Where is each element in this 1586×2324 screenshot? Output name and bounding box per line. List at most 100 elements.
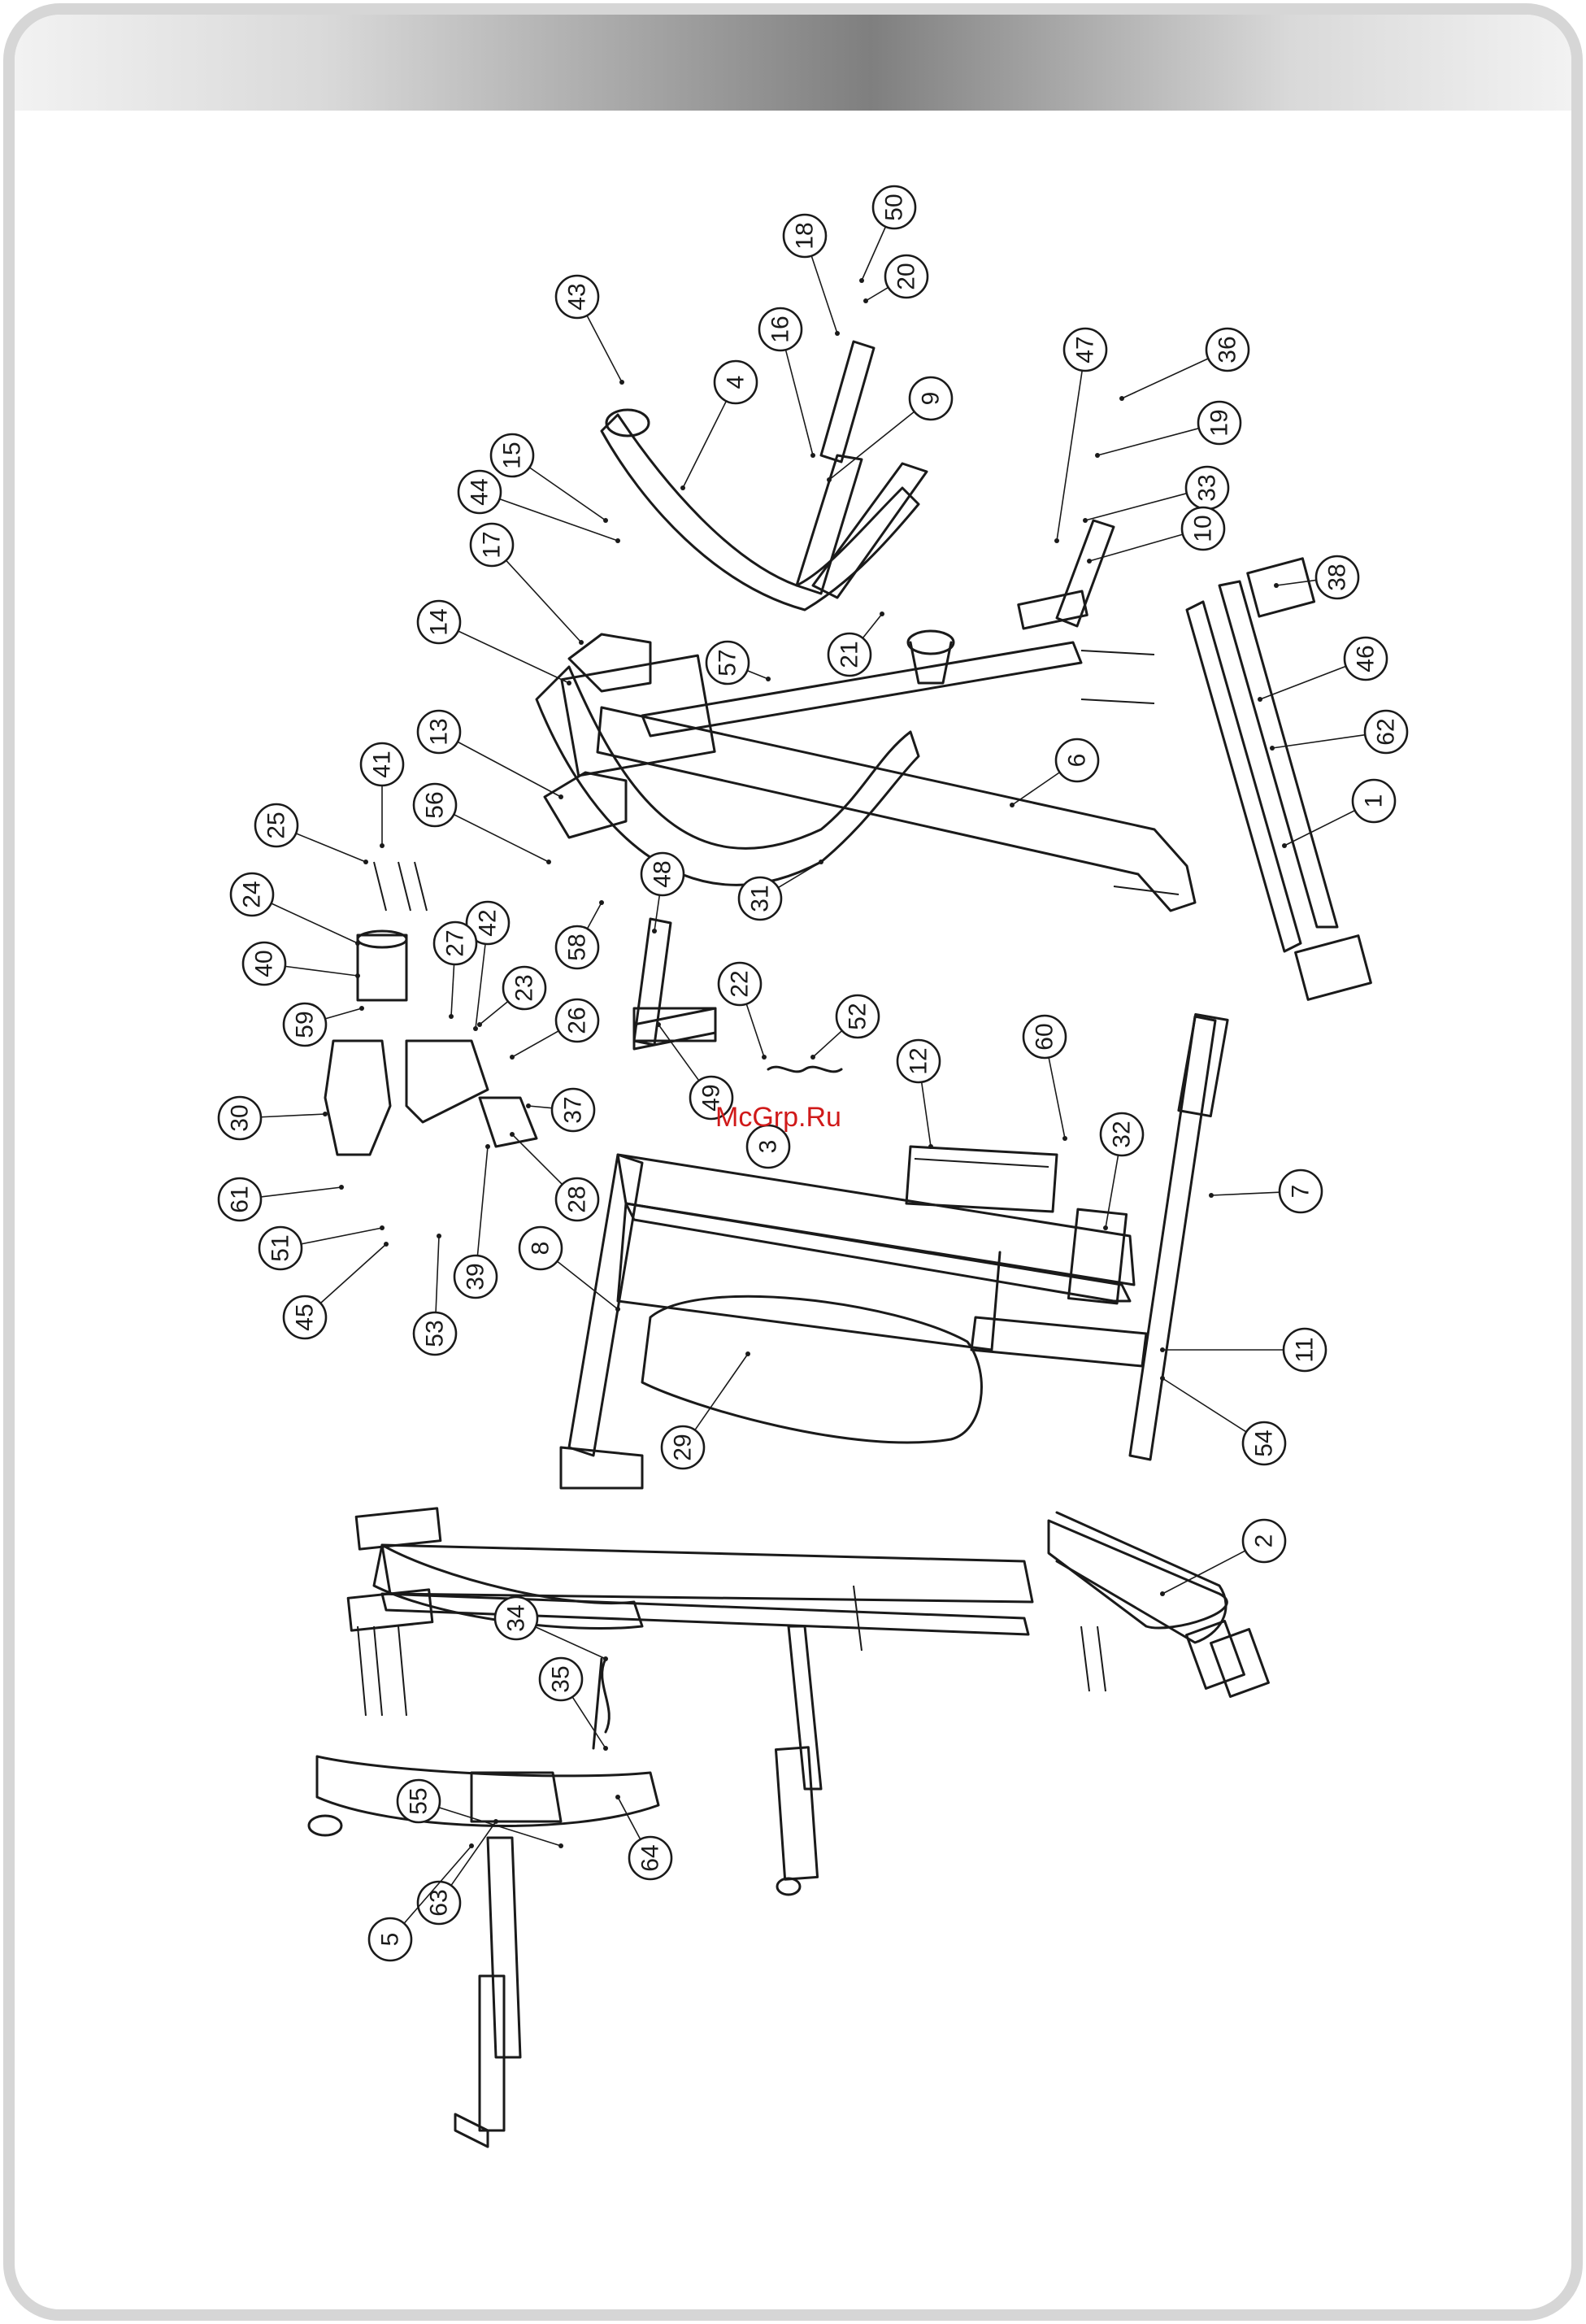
callout-leader-19 [1097, 429, 1199, 455]
callout-label-60: 60 [1032, 1023, 1058, 1050]
callout-anchor-49 [656, 1022, 661, 1027]
callout-leader-4 [683, 401, 726, 488]
callout-label-59: 59 [292, 1011, 319, 1038]
callout-anchor-46 [1258, 697, 1262, 702]
middle-frame-8-plate [561, 1447, 642, 1488]
roller-axle-25 [374, 862, 427, 911]
seat-30 [325, 1041, 390, 1155]
callout-label-33: 33 [1194, 474, 1221, 501]
callout-label-28: 28 [564, 1186, 591, 1212]
callout-leader-55 [439, 1808, 561, 1846]
callout-label-46: 46 [1353, 645, 1380, 672]
callout-label-54: 54 [1251, 1430, 1278, 1456]
callout-label-47: 47 [1072, 336, 1099, 363]
callout-leader-43 [587, 316, 622, 382]
callout-anchor-40 [355, 973, 360, 978]
callout-anchor-45 [384, 1242, 389, 1247]
callout-label-29: 29 [670, 1434, 697, 1460]
middle-frame-3b [626, 1203, 1130, 1301]
callout-leader-34 [536, 1627, 606, 1659]
callout-label-35: 35 [548, 1665, 575, 1692]
callout-anchor-34 [603, 1656, 608, 1661]
callout-anchor-9 [827, 477, 832, 482]
callout-anchor-48 [652, 929, 657, 934]
callout-label-31: 31 [747, 885, 774, 912]
callout-leader-54 [1162, 1378, 1246, 1432]
callout-leader-29 [695, 1354, 748, 1430]
callout-anchor-26 [510, 1055, 515, 1060]
callout-label-1: 1 [1361, 794, 1388, 808]
callout-leader-57 [747, 671, 768, 679]
upper-foot-rail [1219, 581, 1337, 927]
callout-leader-35 [572, 1697, 606, 1748]
callout-label-20: 20 [893, 263, 920, 289]
callout-leader-40 [285, 966, 358, 976]
callout-leader-6 [1012, 772, 1060, 805]
callout-leader-30 [261, 1114, 325, 1117]
callout-anchor-18 [835, 331, 840, 336]
callout-leader-51 [301, 1228, 382, 1244]
callout-label-53: 53 [422, 1320, 449, 1347]
callout-leader-37 [528, 1106, 552, 1108]
callout-anchor-25 [363, 860, 368, 864]
lower-hinge-plate-13 [356, 1508, 441, 1549]
callout-label-26: 26 [564, 1007, 591, 1034]
callout-anchor-28 [510, 1132, 515, 1137]
callout-leader-7 [1211, 1192, 1280, 1195]
callout-anchor-31 [819, 860, 823, 864]
callout-anchor-27 [449, 1014, 454, 1019]
callout-label-62: 62 [1373, 718, 1400, 745]
upper-foot-pad-top [1248, 559, 1314, 616]
foot-pad-11 [971, 1317, 1146, 1366]
callout-label-42: 42 [475, 909, 502, 936]
callout-anchor-41 [380, 843, 385, 848]
callout-label-18: 18 [792, 222, 819, 249]
callout-leader-61 [261, 1187, 341, 1197]
callout-label-14: 14 [426, 608, 453, 635]
callout-anchor-47 [1054, 538, 1059, 543]
upper-seat-post [908, 631, 954, 654]
callout-anchor-2 [1160, 1591, 1165, 1596]
callout-label-51: 51 [267, 1234, 294, 1261]
callout-label-3: 3 [755, 1140, 782, 1154]
callout-anchor-19 [1095, 453, 1100, 458]
callout-leader-50 [862, 227, 885, 281]
callout-label-41: 41 [369, 751, 396, 777]
lower-spring-21 [593, 1659, 609, 1748]
callout-anchor-32 [1103, 1225, 1108, 1230]
callout-leader-1 [1284, 811, 1355, 846]
upper-foot-bar [1187, 602, 1301, 951]
callout-leader-26 [512, 1031, 558, 1057]
upper-seat-post-tube [910, 642, 951, 683]
callout-anchor-29 [745, 1351, 750, 1356]
callout-label-37: 37 [560, 1096, 587, 1123]
callout-anchor-14 [567, 681, 571, 685]
callout-leader-58 [587, 903, 602, 929]
callout-leader-33 [1085, 494, 1187, 520]
callout-label-25: 25 [263, 812, 290, 838]
callout-leader-62 [1272, 735, 1365, 748]
callout-anchor-23 [477, 1022, 482, 1027]
callout-label-57: 57 [715, 649, 741, 676]
callout-label-52: 52 [845, 1003, 871, 1029]
callout-anchor-52 [810, 1055, 815, 1060]
callout-anchor-58 [599, 900, 604, 905]
callout-anchor-56 [546, 860, 551, 864]
callout-anchor-24 [355, 941, 360, 946]
callout-label-12: 12 [906, 1047, 932, 1074]
roller-24-cap [358, 931, 406, 947]
callout-label-2: 2 [1251, 1534, 1278, 1548]
middle-frame-lower-rail [618, 1203, 1000, 1350]
callout-label-38: 38 [1324, 564, 1351, 590]
callout-anchor-33 [1083, 518, 1088, 523]
callout-anchor-10 [1087, 559, 1092, 564]
callout-label-5: 5 [377, 1933, 404, 1947]
callout-leader-8 [557, 1261, 618, 1309]
upper-arm-link [813, 463, 927, 598]
callout-label-39: 39 [463, 1263, 489, 1290]
vertical-post-7 [1130, 1016, 1215, 1460]
callout-label-55: 55 [406, 1787, 432, 1814]
callout-label-22: 22 [727, 970, 754, 997]
callout-label-23: 23 [511, 974, 538, 1001]
